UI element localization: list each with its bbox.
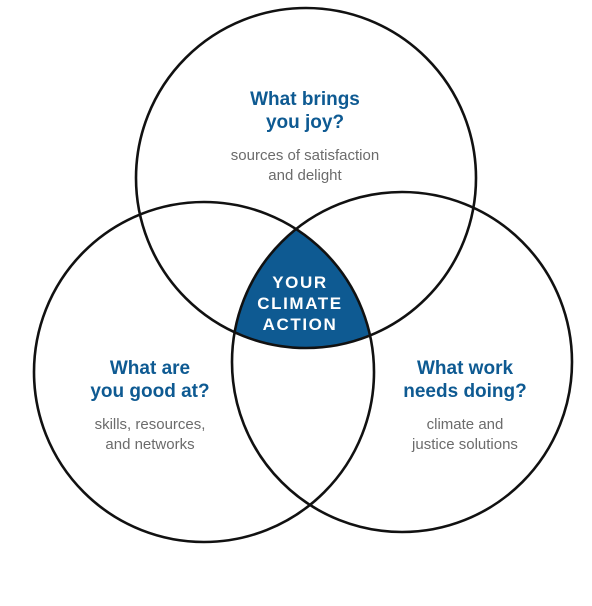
center-label-line-1: YOUR (272, 273, 328, 292)
circle-work-needed (230, 190, 574, 534)
center-label: YOUR CLIMATE ACTION (230, 272, 370, 335)
circle-good-at-label: What are you good at? skills, resources,… (55, 357, 245, 455)
center-label-line-3: ACTION (262, 315, 338, 334)
circle-good-at-heading-line-2: you good at? (90, 381, 210, 402)
center-intersection (232, 202, 374, 348)
circle-work-needed-label: What work needs doing? climate and justi… (370, 357, 560, 455)
circle-good-at-heading: What are you good at? (55, 357, 245, 403)
circle-good-at (32, 200, 376, 544)
circle-joy (134, 6, 478, 350)
center-label-line-2: CLIMATE (257, 294, 343, 313)
circle-work-needed-description-line-1: climate and (426, 416, 504, 433)
circle-joy-description-line-2: and delight (268, 167, 342, 184)
circle-good-at-description-line-2: and networks (105, 436, 195, 453)
circle-joy-description-line-1: sources of satisfaction (230, 147, 380, 164)
circle-good-at-description-line-1: skills, resources, (94, 416, 206, 433)
circle-joy-heading: What brings you joy? (200, 88, 410, 134)
circle-joy-label: What brings you joy? sources of satisfac… (200, 88, 410, 186)
circle-work-needed-description: climate and justice solutions (370, 415, 560, 455)
circle-work-needed-description-line-2: justice solutions (412, 436, 518, 453)
circle-good-at-description: skills, resources, and networks (55, 415, 245, 455)
circle-work-needed-heading: What work needs doing? (370, 357, 560, 403)
circle-joy-heading-line-2: you joy? (265, 112, 345, 133)
circle-work-needed-heading-line-2: needs doing? (403, 381, 527, 402)
circle-work-needed-heading-line-1: What work (416, 358, 514, 379)
circle-good-at-heading-line-1: What are (109, 358, 191, 379)
circle-joy-description: sources of satisfaction and delight (200, 146, 410, 186)
circle-joy-heading-line-1: What brings (250, 89, 360, 110)
